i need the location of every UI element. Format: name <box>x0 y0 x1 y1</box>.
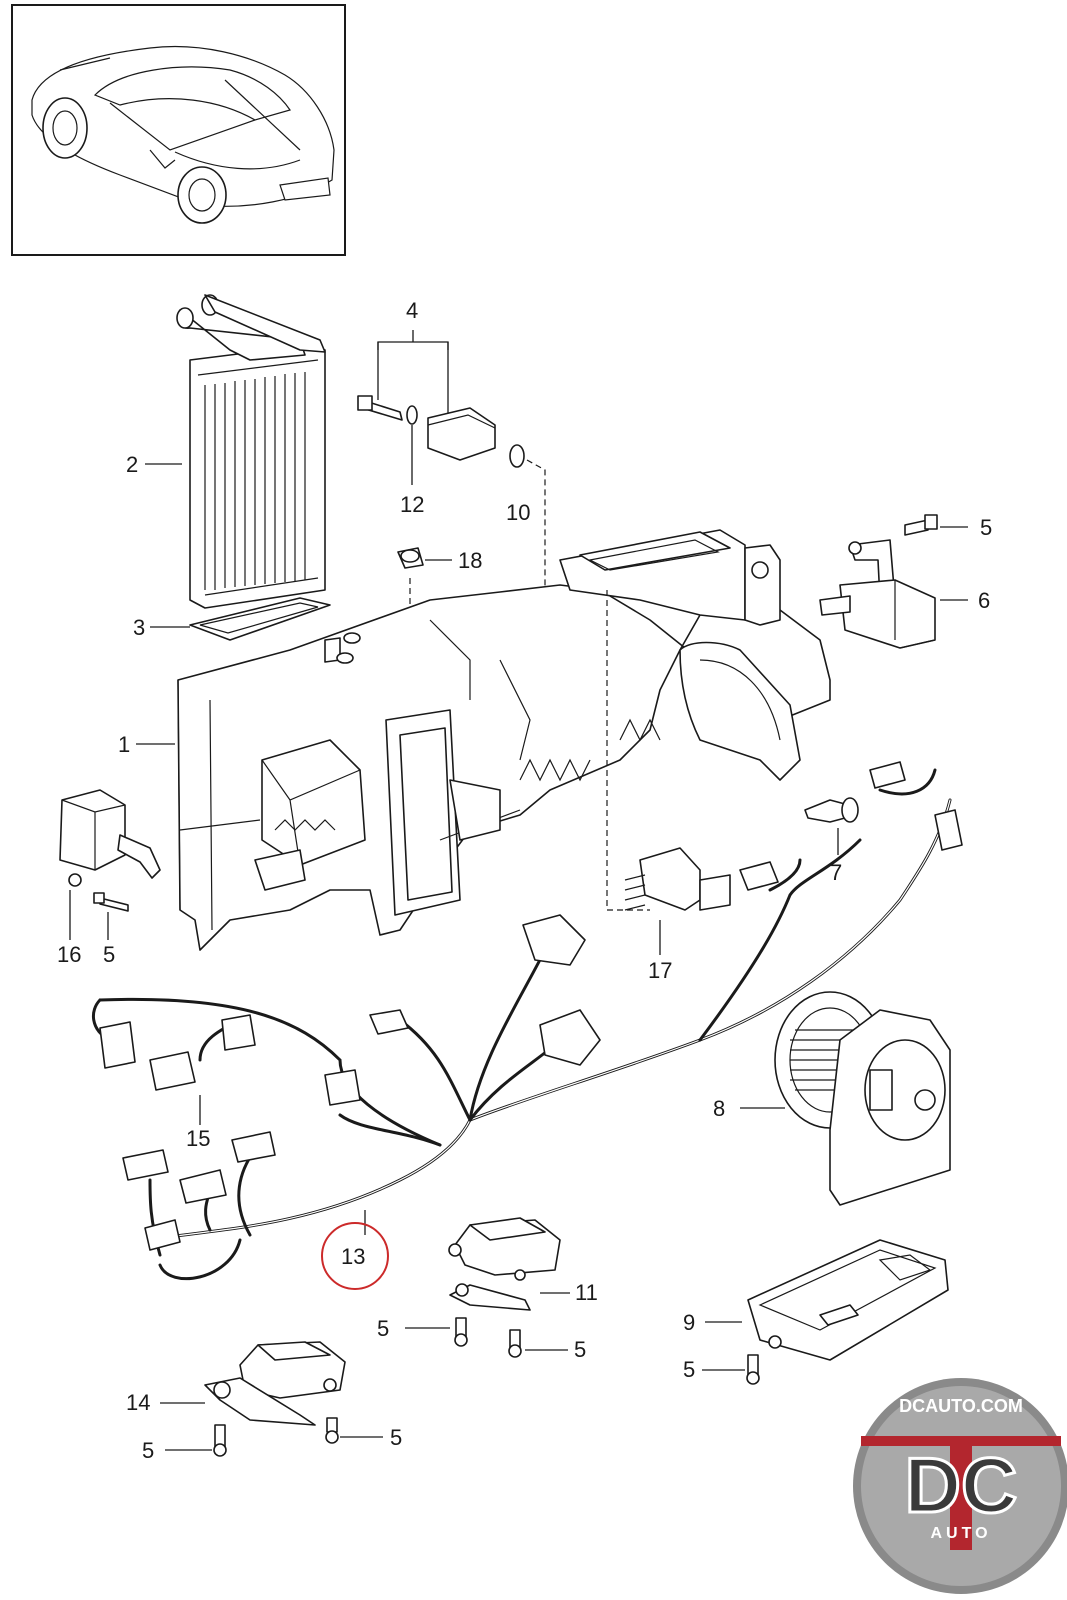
heater-housing-part <box>177 529 831 951</box>
resistor-17-part <box>606 590 731 955</box>
blower-motor-8-part <box>740 991 951 1206</box>
logo-mark-text: DC <box>905 1441 1018 1529</box>
vehicle-thumbnail <box>11 4 346 256</box>
screw-icon <box>93 892 129 940</box>
temperature-sensor-7-part <box>804 797 859 855</box>
callout-9: 9 <box>683 1310 695 1335</box>
sensor-kit-part <box>357 330 546 590</box>
cover-9-part <box>705 1239 949 1361</box>
callout-5: 5 <box>390 1425 402 1450</box>
callout-5: 5 <box>980 515 992 540</box>
callout-7: 7 <box>830 860 842 885</box>
logo-site-text: DCAUTO.COM <box>899 1396 1023 1416</box>
callout-16: 16 <box>57 942 81 967</box>
leader-lines <box>136 463 190 745</box>
servo-motor-6-part <box>819 514 968 649</box>
callout-13: 13 <box>341 1244 365 1269</box>
logo-sub-text: AUTO <box>930 1525 991 1542</box>
wheel-icon <box>42 97 227 224</box>
wiring-harness-13-part <box>91 761 963 1281</box>
callout-6: 6 <box>978 588 990 613</box>
callout-5: 5 <box>683 1357 695 1382</box>
callout-1: 1 <box>118 732 130 757</box>
callout-12: 12 <box>400 492 424 517</box>
callout-17: 17 <box>648 958 672 983</box>
callout-10: 10 <box>506 500 530 525</box>
screw-icon <box>405 1317 568 1358</box>
dcauto-logo: DCAUTO.COM DC AUTO <box>853 1378 1067 1594</box>
callout-5: 5 <box>142 1438 154 1463</box>
callout-4: 4 <box>406 298 418 323</box>
callout-14: 14 <box>126 1390 150 1415</box>
screw-icon <box>702 1354 760 1385</box>
servo-motor-16-part <box>59 789 161 940</box>
callout-5: 5 <box>574 1337 586 1362</box>
screw-icon <box>165 1417 383 1457</box>
callout-labels: 4 2 12 10 5 18 6 3 1 7 16 5 17 8 15 13 1… <box>57 298 992 1463</box>
callout-2: 2 <box>126 452 138 477</box>
callout-3: 3 <box>133 615 145 640</box>
callout-5: 5 <box>103 942 115 967</box>
callout-11: 11 <box>575 1280 598 1305</box>
servo-motor-14-part <box>160 1341 346 1426</box>
highlight-circle <box>321 1222 389 1290</box>
heat-exchanger-part <box>176 294 326 609</box>
servo-motor-11-part <box>448 1217 570 1311</box>
gasket-part <box>189 597 331 641</box>
callout-5: 5 <box>377 1316 389 1341</box>
callout-18: 18 <box>458 548 482 573</box>
callout-15: 15 <box>186 1126 210 1151</box>
callout-8: 8 <box>713 1096 725 1121</box>
